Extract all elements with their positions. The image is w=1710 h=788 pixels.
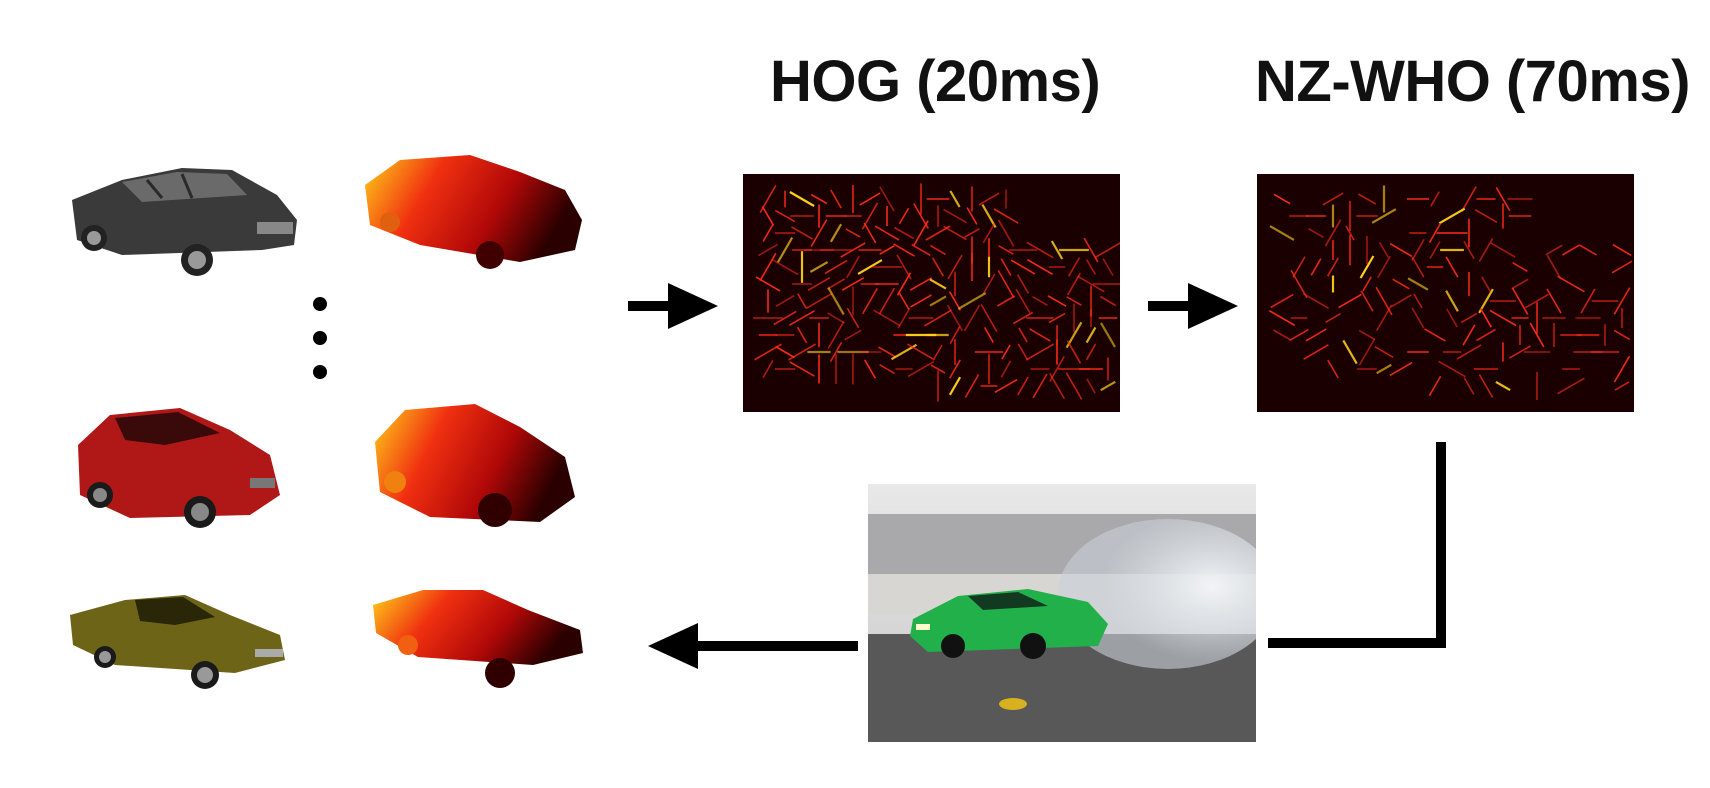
corner-connector-icon	[1268, 442, 1448, 652]
depth-map-top	[360, 150, 585, 280]
cad-car-gray	[62, 150, 302, 285]
depth-map-middle	[370, 402, 580, 537]
hog-feature-map	[743, 174, 1120, 412]
arrow-right-icon	[1148, 278, 1238, 334]
cad-car-olive	[65, 585, 290, 695]
real-photo-race-car	[868, 484, 1256, 742]
cad-car-red	[70, 400, 285, 540]
depth-map-bottom	[368, 585, 588, 690]
nz-who-title: NZ-WHO (70ms)	[1255, 49, 1690, 114]
arrow-left-icon	[648, 618, 858, 674]
ellipsis-dots-icon	[310, 290, 330, 380]
hog-title: HOG (20ms)	[770, 49, 1101, 114]
arrow-right-icon	[628, 278, 718, 334]
nz-who-feature-map	[1257, 174, 1634, 412]
